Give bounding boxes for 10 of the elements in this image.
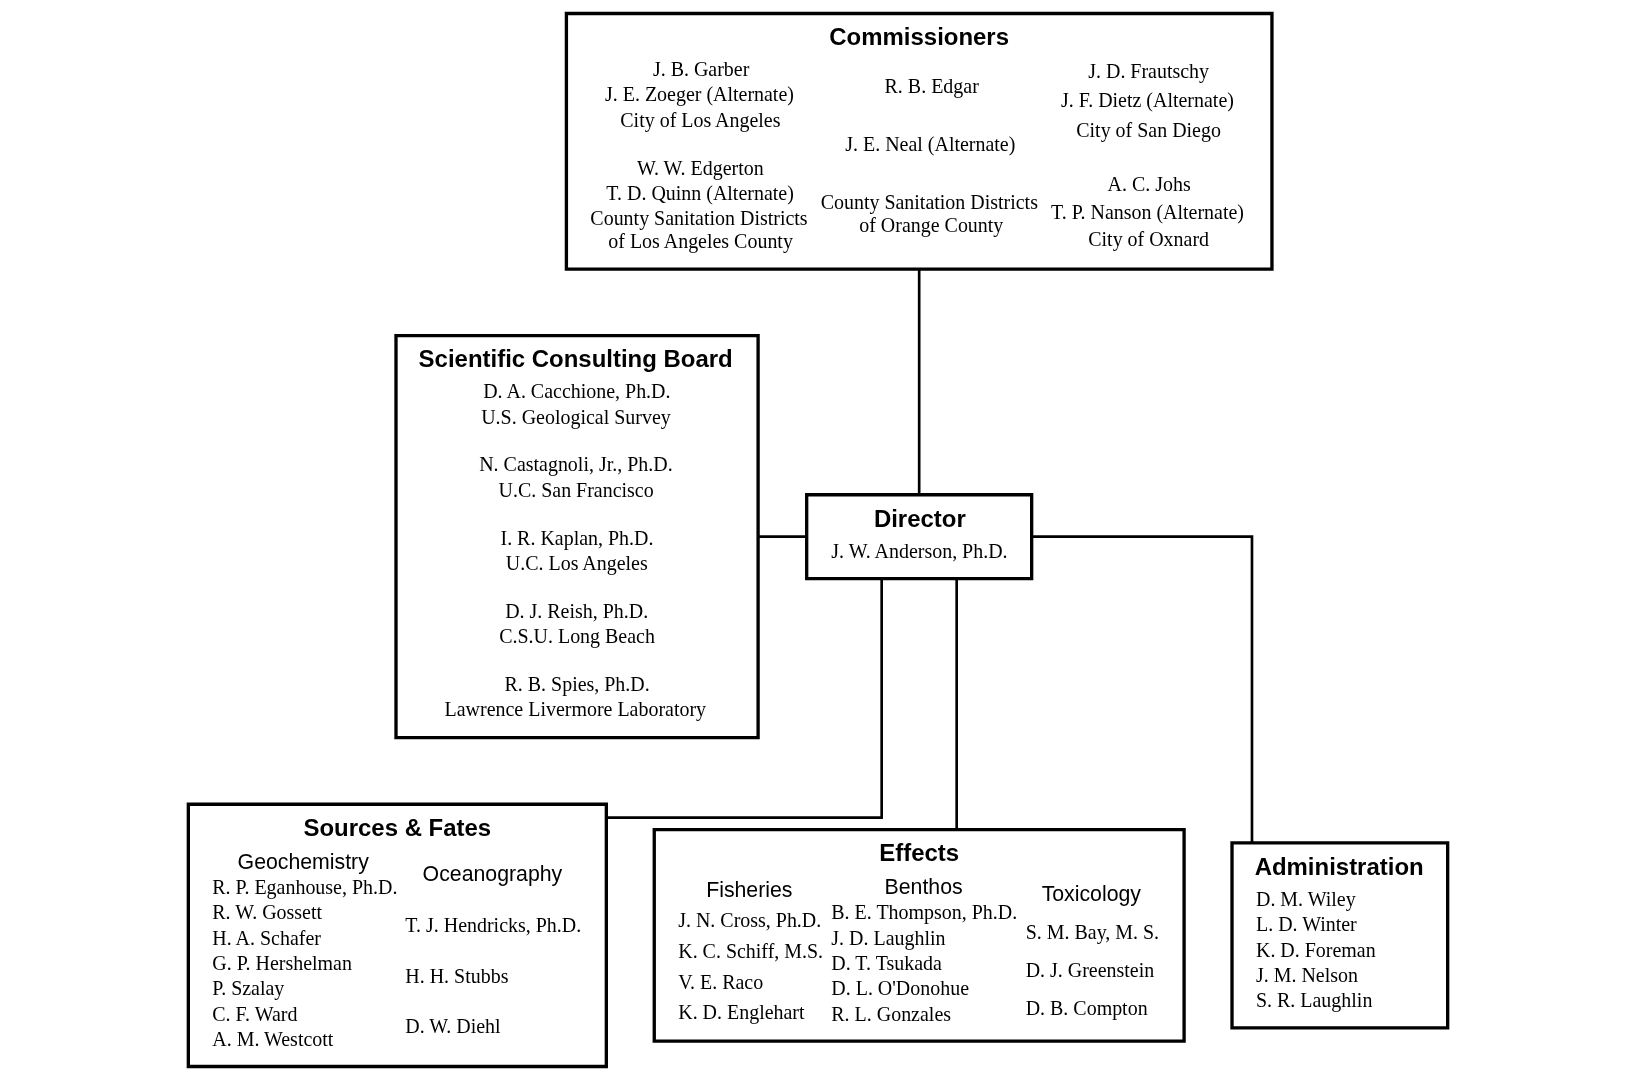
- node-box: Commissioners J. B. Garber J. E. Zoeger (Alternate) City of Los Angeles W. W. Edgerton T. D. Quinn (Alternate) County Sanitation Districts of Los Angeles County R. B. Edgar J. E. Neal (Alternate) County Sanitation Districts of Orange County J. D. Frautschy J. F. Dietz (Alternate) City of San Diego A. C. Johs T. P. Nanson (Alternate) City of Oxnard: [564, 11, 1274, 271]
- connector: [606, 578, 883, 819]
- node-box: Director J. W. Anderson, Ph.D.: [804, 493, 1033, 581]
- node-box: Administration D. M. Wiley L. D. Winter K. D. Foreman J. M. Nelson S. R. Laughlin: [1229, 841, 1449, 1030]
- node-box: Sources & Fates Geochemistry R. P. Eganhouse, Ph.D. R. W. Gossett H. A. Schafer G. P. Hershelman P. Szalay C. F. Ward A. M. Westcott Oceanography T. J. Hendricks, Ph.D. H. H. Stubbs D. W. Diehl: [186, 802, 608, 1069]
- connector: [757, 535, 807, 538]
- connector: [954, 578, 958, 830]
- node-box: Scientific Consulting Board D. A. Cacchione, Ph.D. U.S. Geological Survey N. Castagnoli, Jr., Ph.D. U.C. San Francisco I. R. Kaplan, Ph.D. U.C. Los Angeles D. J. Reish, Ph.D. C.S.U. Long Beach R. B. Spies, Ph.D. Lawrence Livermore Laboratory: [393, 334, 760, 740]
- connector: [1031, 535, 1253, 843]
- connector: [917, 269, 920, 495]
